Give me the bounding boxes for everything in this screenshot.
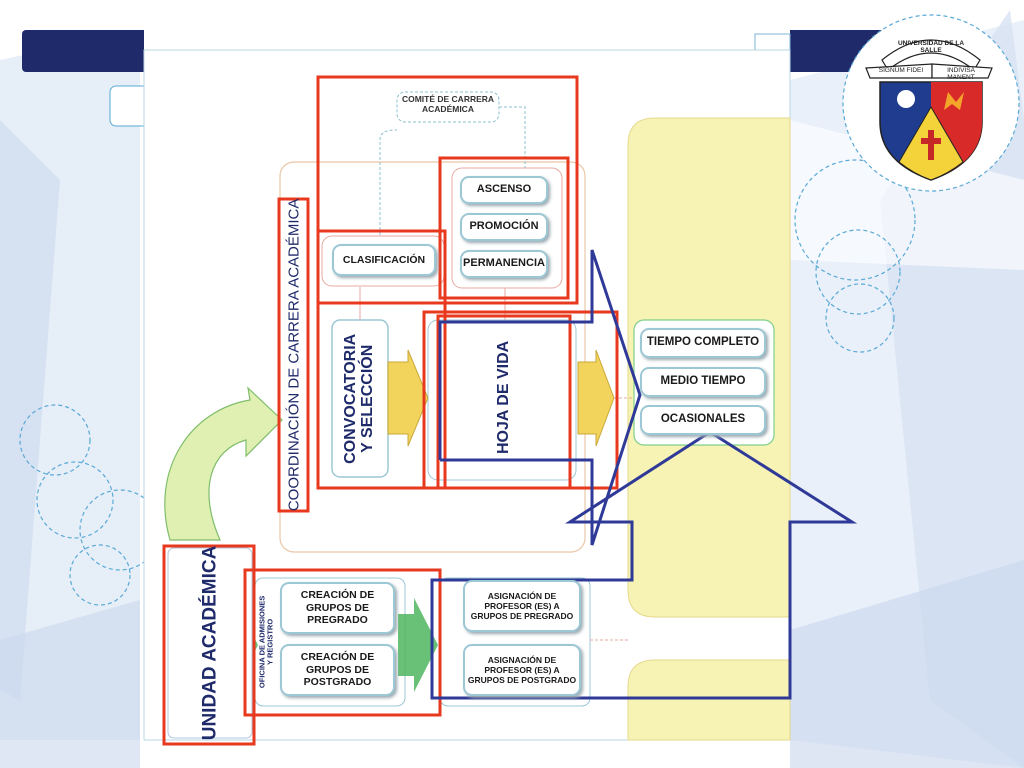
logo-ribbon-right-text: INDIVISA MANENT <box>947 67 975 81</box>
logo-ribbons <box>865 39 993 79</box>
hoja-frame <box>427 319 577 481</box>
left-decor-stripe <box>0 120 60 700</box>
yellow-panel-bottom <box>627 659 791 741</box>
oficina-label: OFICINA DE ADMISIONES Y REGISTRO <box>257 595 274 689</box>
asignacion-pregrado-box: ASIGNACIÓN DE PROFESOR (ES) A GRUPOS DE … <box>463 580 581 632</box>
yellow-arrow-1 <box>387 349 429 447</box>
unidad-frame <box>167 547 253 739</box>
clasificacion-box: CLASIFICACIÓN <box>332 244 436 276</box>
red-highlights <box>162 75 619 746</box>
right-decor-band <box>790 120 1024 270</box>
asignacion-postgrado-box: ASIGNACIÓN DE PROFESOR (ES) A GRUPOS DE … <box>463 644 581 696</box>
right-bottom-decor <box>790 560 1024 768</box>
unidad-academica-label: UNIDAD ACADÉMICA <box>199 545 221 741</box>
logo-ribbon-right <box>931 63 993 79</box>
hoja-de-vida-label: HOJA DE VIDA <box>495 340 513 454</box>
ascenso-box: ASCENSO <box>460 176 548 204</box>
promocion-box: PROMOCIÓN <box>460 213 548 241</box>
comite-connector-left <box>379 129 397 240</box>
creacion-postgrado-box: CREACIÓN DE GRUPOS DE POSTGRADO <box>280 644 395 696</box>
tiempo-completo-box: TIEMPO COMPLETO <box>640 328 766 358</box>
convocatoria-label: CONVOCATORIA Y SELECCIÓN <box>342 333 377 465</box>
logo-ribbon-left-text: SIGNUM FIDEI <box>878 67 924 74</box>
left-bottom-decor <box>0 600 140 768</box>
comite-connector-right <box>499 106 526 170</box>
logo-banner-text: UNIVERSIDAD DE LA SALLE <box>897 40 965 54</box>
cycle-arrow <box>164 386 283 541</box>
university-logo: UNIVERSIDAD DE LA SALLE SIGNUM FIDEI IND… <box>840 12 1022 194</box>
permanencia-box: PERMANENCIA <box>460 250 548 278</box>
ocasionales-box: OCASIONALES <box>640 405 766 435</box>
green-arrow-2 <box>398 598 438 692</box>
creacion-pregrado-box: CREACIÓN DE GRUPOS DE PREGRADO <box>280 582 395 634</box>
header-inset <box>144 30 790 50</box>
yellow-arrow-2 <box>577 349 615 447</box>
blue-highlights <box>430 249 858 700</box>
coordinacion-label: COORDINACIÓN DE CARRERA ACADÉMICA <box>285 198 303 512</box>
medio-tiempo-box: MEDIO TIEMPO <box>640 367 766 397</box>
comite-label: COMITÉ DE CARRERA ACADÉMICA <box>401 94 495 114</box>
